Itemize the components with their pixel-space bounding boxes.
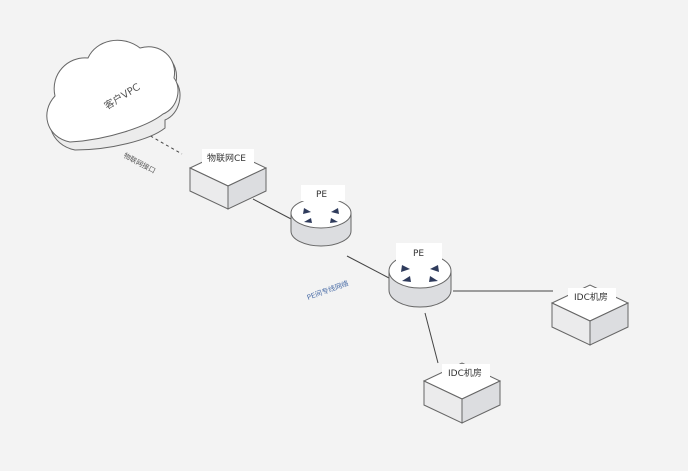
pe2-to-idc2-link bbox=[424, 312, 439, 364]
ce-label: 物联网CE bbox=[207, 152, 246, 164]
ce-to-pe1-link bbox=[252, 198, 294, 221]
idc2-label: IDC机房 bbox=[448, 367, 482, 379]
ce-device-box-icon bbox=[188, 149, 268, 210]
idc2-label-background bbox=[442, 364, 490, 380]
pe1-label-background bbox=[301, 185, 345, 201]
cloud-ce-edge-label: 物联网接口 bbox=[122, 151, 157, 175]
cloud-icon bbox=[46, 39, 181, 151]
pe-link-edge-label: PE间专线网络 bbox=[306, 278, 350, 301]
ce-label-background bbox=[202, 149, 254, 165]
pe2-router-icon bbox=[388, 253, 452, 308]
idc1-label-background bbox=[568, 288, 616, 304]
pe1-label: PE bbox=[316, 190, 327, 200]
pe1-router-icon bbox=[290, 197, 352, 247]
pe2-label-background bbox=[396, 243, 442, 261]
pe2-label: PE bbox=[413, 249, 424, 259]
pe1-to-pe2-link bbox=[346, 255, 390, 279]
idc1-label: IDC机房 bbox=[574, 291, 608, 303]
